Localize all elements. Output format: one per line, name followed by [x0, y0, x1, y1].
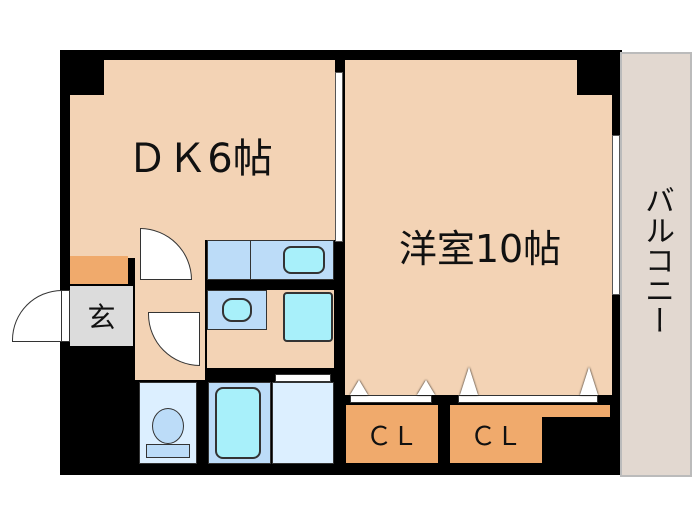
western-room-label: 洋室10帖 [398, 226, 562, 271]
counter-divider [250, 240, 251, 280]
closet-2 [450, 405, 542, 463]
closet-1-label: ＣＬ [365, 421, 418, 452]
closet-1 [346, 405, 438, 463]
sliding-partition[interactable] [335, 72, 343, 242]
western-room [345, 60, 612, 395]
closet-door-marker [417, 380, 435, 395]
front-door-leaf [61, 290, 70, 342]
front-door[interactable] [12, 290, 62, 342]
shoe-cabinet [70, 256, 128, 284]
kitchen-sink-icon [283, 246, 325, 274]
balcony [620, 52, 692, 477]
balcony-label: バルコニー [639, 185, 674, 335]
closet-2-doors[interactable] [458, 395, 598, 403]
closet-door-marker [350, 380, 368, 395]
toilet-tank [146, 444, 190, 458]
bath-washing-area [272, 382, 334, 464]
closet-1-doors[interactable] [350, 395, 432, 403]
closet-door-marker [460, 367, 478, 395]
entrance [70, 286, 133, 346]
washbasin-icon [222, 298, 252, 322]
closet-door-marker [580, 367, 598, 395]
toilet-icon [152, 408, 184, 444]
bath-door[interactable] [275, 374, 331, 382]
closet-2-label: ＣＬ [469, 421, 522, 452]
dk-room [70, 60, 335, 240]
dk-lower-strip [70, 240, 135, 258]
pillar [70, 60, 104, 95]
entrance-label: 玄 [87, 301, 116, 334]
bathtub-icon [215, 387, 261, 459]
pillar [577, 60, 612, 95]
washing-machine-icon [283, 292, 333, 342]
balcony-window[interactable] [612, 135, 620, 295]
dk-room-label: ＤＫ6帖 [127, 136, 273, 182]
